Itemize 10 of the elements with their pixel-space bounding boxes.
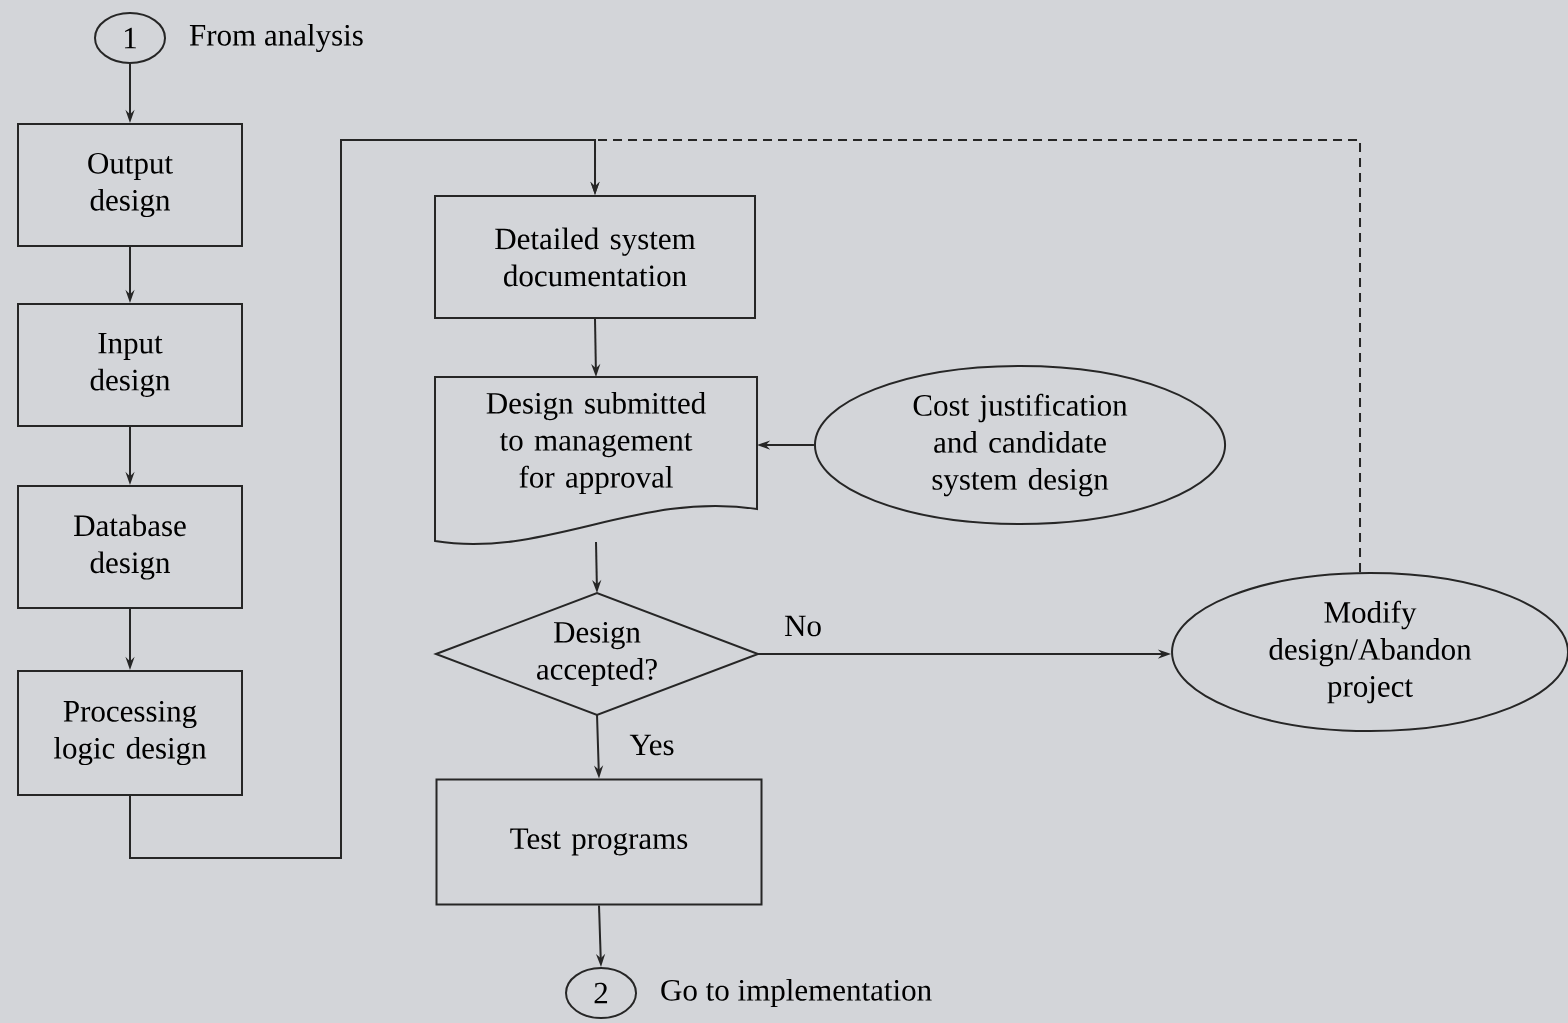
process-box: Detailed system documentation <box>434 195 756 319</box>
edge-label: Yes <box>627 732 677 758</box>
annotation-text: Go to implementation <box>661 978 932 1008</box>
annotation-text: From analysis <box>189 23 363 53</box>
process-box: Input design <box>17 303 243 427</box>
process-box: Database design <box>17 485 243 609</box>
process-box: Processing logic design <box>17 670 243 796</box>
process-box: Test programs <box>435 778 763 906</box>
process-box: Output design <box>17 123 243 247</box>
edge-label: No <box>782 613 824 639</box>
